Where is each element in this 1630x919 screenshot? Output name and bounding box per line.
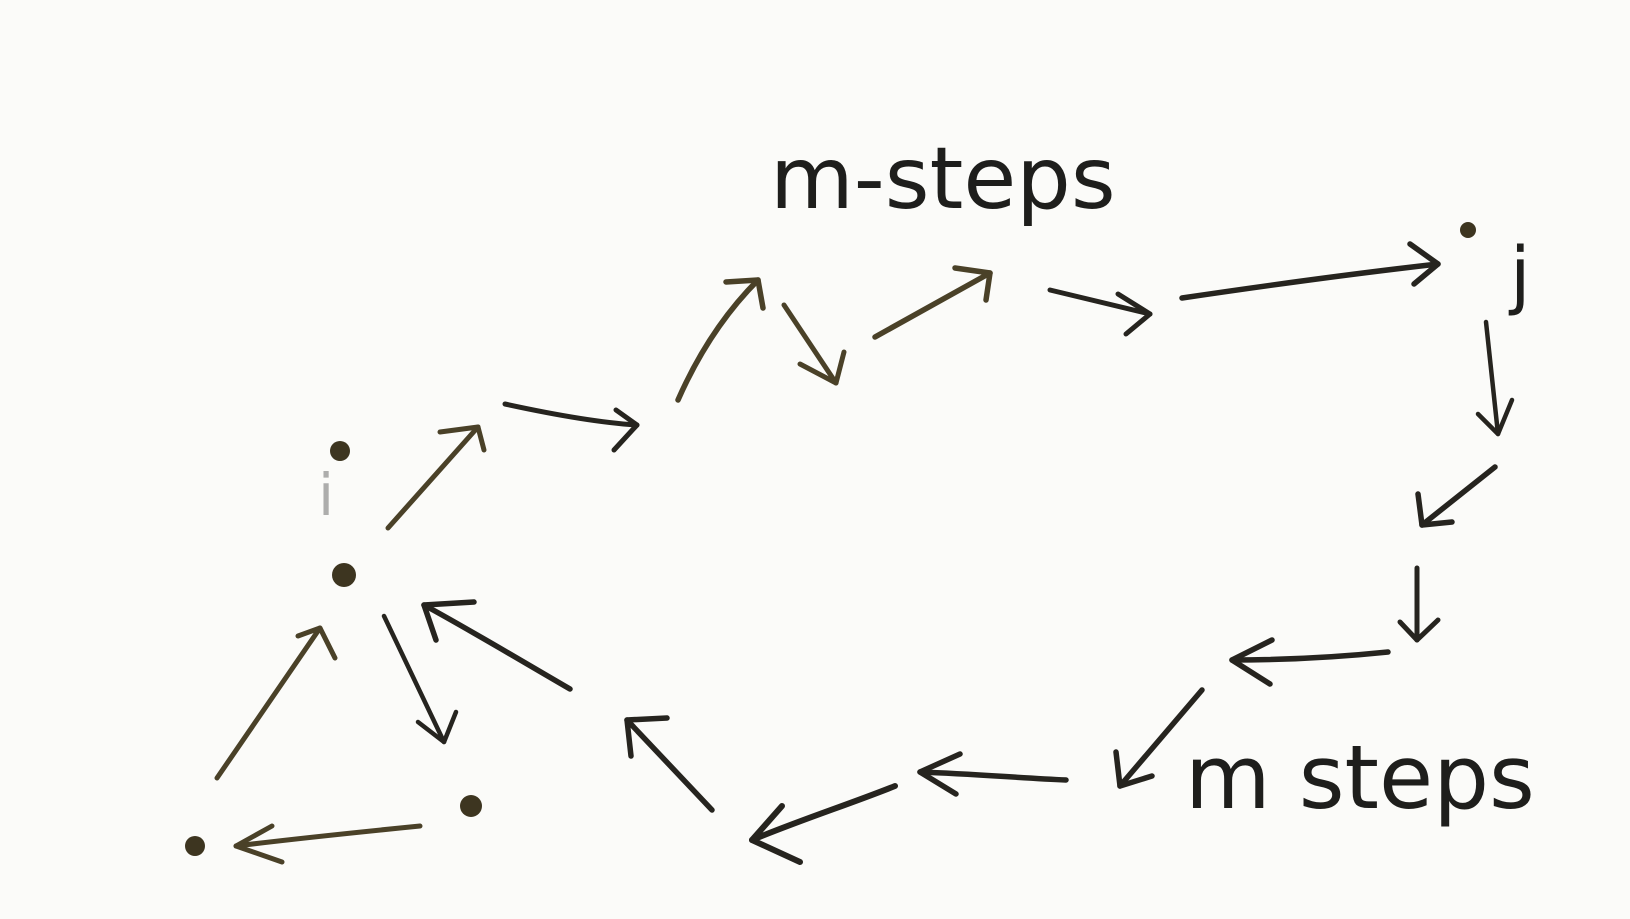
node-i-dot [332, 563, 356, 587]
node-dot-upper-left [330, 441, 350, 461]
return-path-arrow-1 [1475, 319, 1515, 437]
top-path-arrow-2 [502, 401, 640, 453]
cycle-arrow-down [381, 613, 459, 745]
top-path-arrow-4 [781, 302, 847, 386]
top-path-arrow-6 [1047, 287, 1153, 337]
top-path-arrow-7 [1179, 241, 1441, 301]
node-dot-bottom-left [185, 836, 205, 856]
top-steps-label: m-steps [770, 129, 1116, 229]
return-path-arrow-3 [1397, 565, 1441, 643]
top-path-arrow-1 [385, 424, 487, 531]
return-path-arrow-9 [421, 599, 573, 692]
cycle-arrow-up [214, 625, 338, 781]
return-path-arrow-2 [1415, 464, 1498, 528]
return-path-arrow-5 [1113, 687, 1205, 789]
return-path-arrow-6 [917, 751, 1069, 797]
bottom-steps-label: m steps [1185, 726, 1535, 829]
node-dot-bottom-right [460, 795, 482, 817]
node-i-label: i [318, 461, 334, 529]
top-path-arrow-3 [675, 277, 766, 403]
return-path-arrow-7 [749, 783, 898, 865]
node-j-dot [1460, 222, 1476, 238]
return-path-arrow-8 [624, 715, 715, 813]
node-j-label: j [1508, 232, 1531, 318]
top-path-arrow-5 [872, 265, 993, 340]
return-path-arrow-4 [1229, 637, 1391, 687]
cycle-arrow-left [233, 823, 423, 865]
